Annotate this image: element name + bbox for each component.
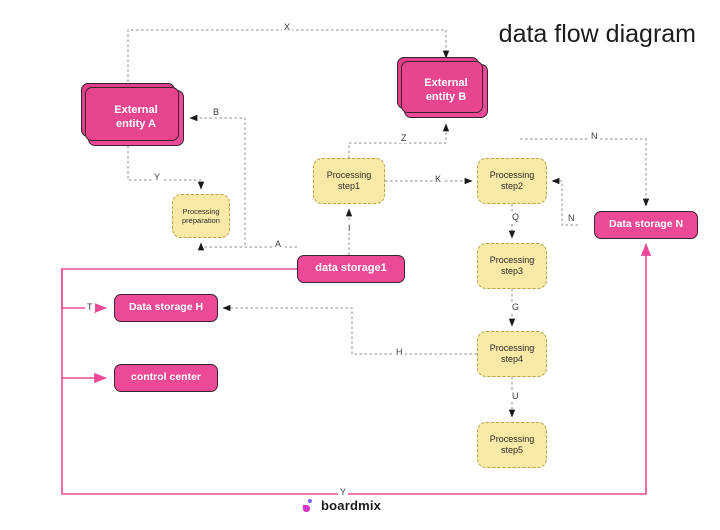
edge-label-i: I	[346, 223, 353, 233]
edge-path-y-left	[127, 146, 205, 190]
edge-label-q: Q	[510, 212, 522, 222]
node-label: External entity B	[424, 77, 468, 103]
node-label: Processing step1	[326, 169, 372, 191]
edge-label-a: A	[273, 239, 284, 249]
node-label: data storage1	[315, 262, 387, 275]
edge-path-z	[348, 123, 450, 158]
edge-label-n-top: N	[589, 131, 600, 141]
node-data-storage-h[interactable]: Data storage H	[114, 294, 218, 322]
node-data-storage-1[interactable]: data storage1	[297, 255, 405, 283]
node-processing-step5[interactable]: Processing step5	[477, 422, 547, 468]
edge-label-y-bottom: Y	[338, 487, 349, 497]
edge-label-n-right: N	[566, 213, 577, 223]
edge-label-g: G	[510, 302, 522, 312]
edge-label-t: T	[85, 302, 95, 312]
node-label: Processing preparation	[182, 206, 220, 225]
node-data-storage-n[interactable]: Data storage N	[594, 211, 698, 239]
node-label: Data storage N	[608, 218, 684, 231]
node-processing-preparation[interactable]: Processing preparation	[172, 194, 230, 238]
node-control-center[interactable]: control center	[114, 364, 218, 392]
node-label: control center	[130, 371, 201, 384]
node-processing-step1[interactable]: Processing step1	[313, 158, 385, 204]
edge-label-x: X	[282, 22, 293, 32]
boardmix-logo-text: boardmix	[321, 498, 382, 513]
node-label: Processing step4	[489, 342, 535, 364]
node-external-entity-a[interactable]: External entity A	[81, 83, 184, 146]
edge-label-b: B	[211, 107, 222, 117]
node-processing-step2[interactable]: Processing step2	[477, 158, 547, 204]
node-external-entity-b[interactable]: External entity B	[397, 57, 488, 118]
page-title: data flow diagram	[498, 20, 696, 48]
edge-label-u: U	[510, 391, 521, 401]
node-processing-step4[interactable]: Processing step4	[477, 331, 547, 377]
boardmix-watermark: boardmix	[300, 498, 381, 513]
edge-label-k: K	[433, 174, 444, 184]
node-label: Data storage H	[128, 301, 204, 314]
edge-label-z: Z	[399, 133, 409, 143]
node-processing-step3[interactable]: Processing step3	[477, 243, 547, 289]
edge-label-y-left: Y	[152, 172, 163, 182]
edge-label-h: H	[394, 347, 405, 357]
node-label: Processing step5	[489, 433, 535, 455]
node-label: Processing step2	[489, 169, 535, 191]
boardmix-logo-icon	[300, 498, 315, 513]
node-label: Processing step3	[489, 254, 535, 276]
edge-path-h	[222, 304, 477, 355]
node-label: External entity A	[114, 104, 158, 130]
